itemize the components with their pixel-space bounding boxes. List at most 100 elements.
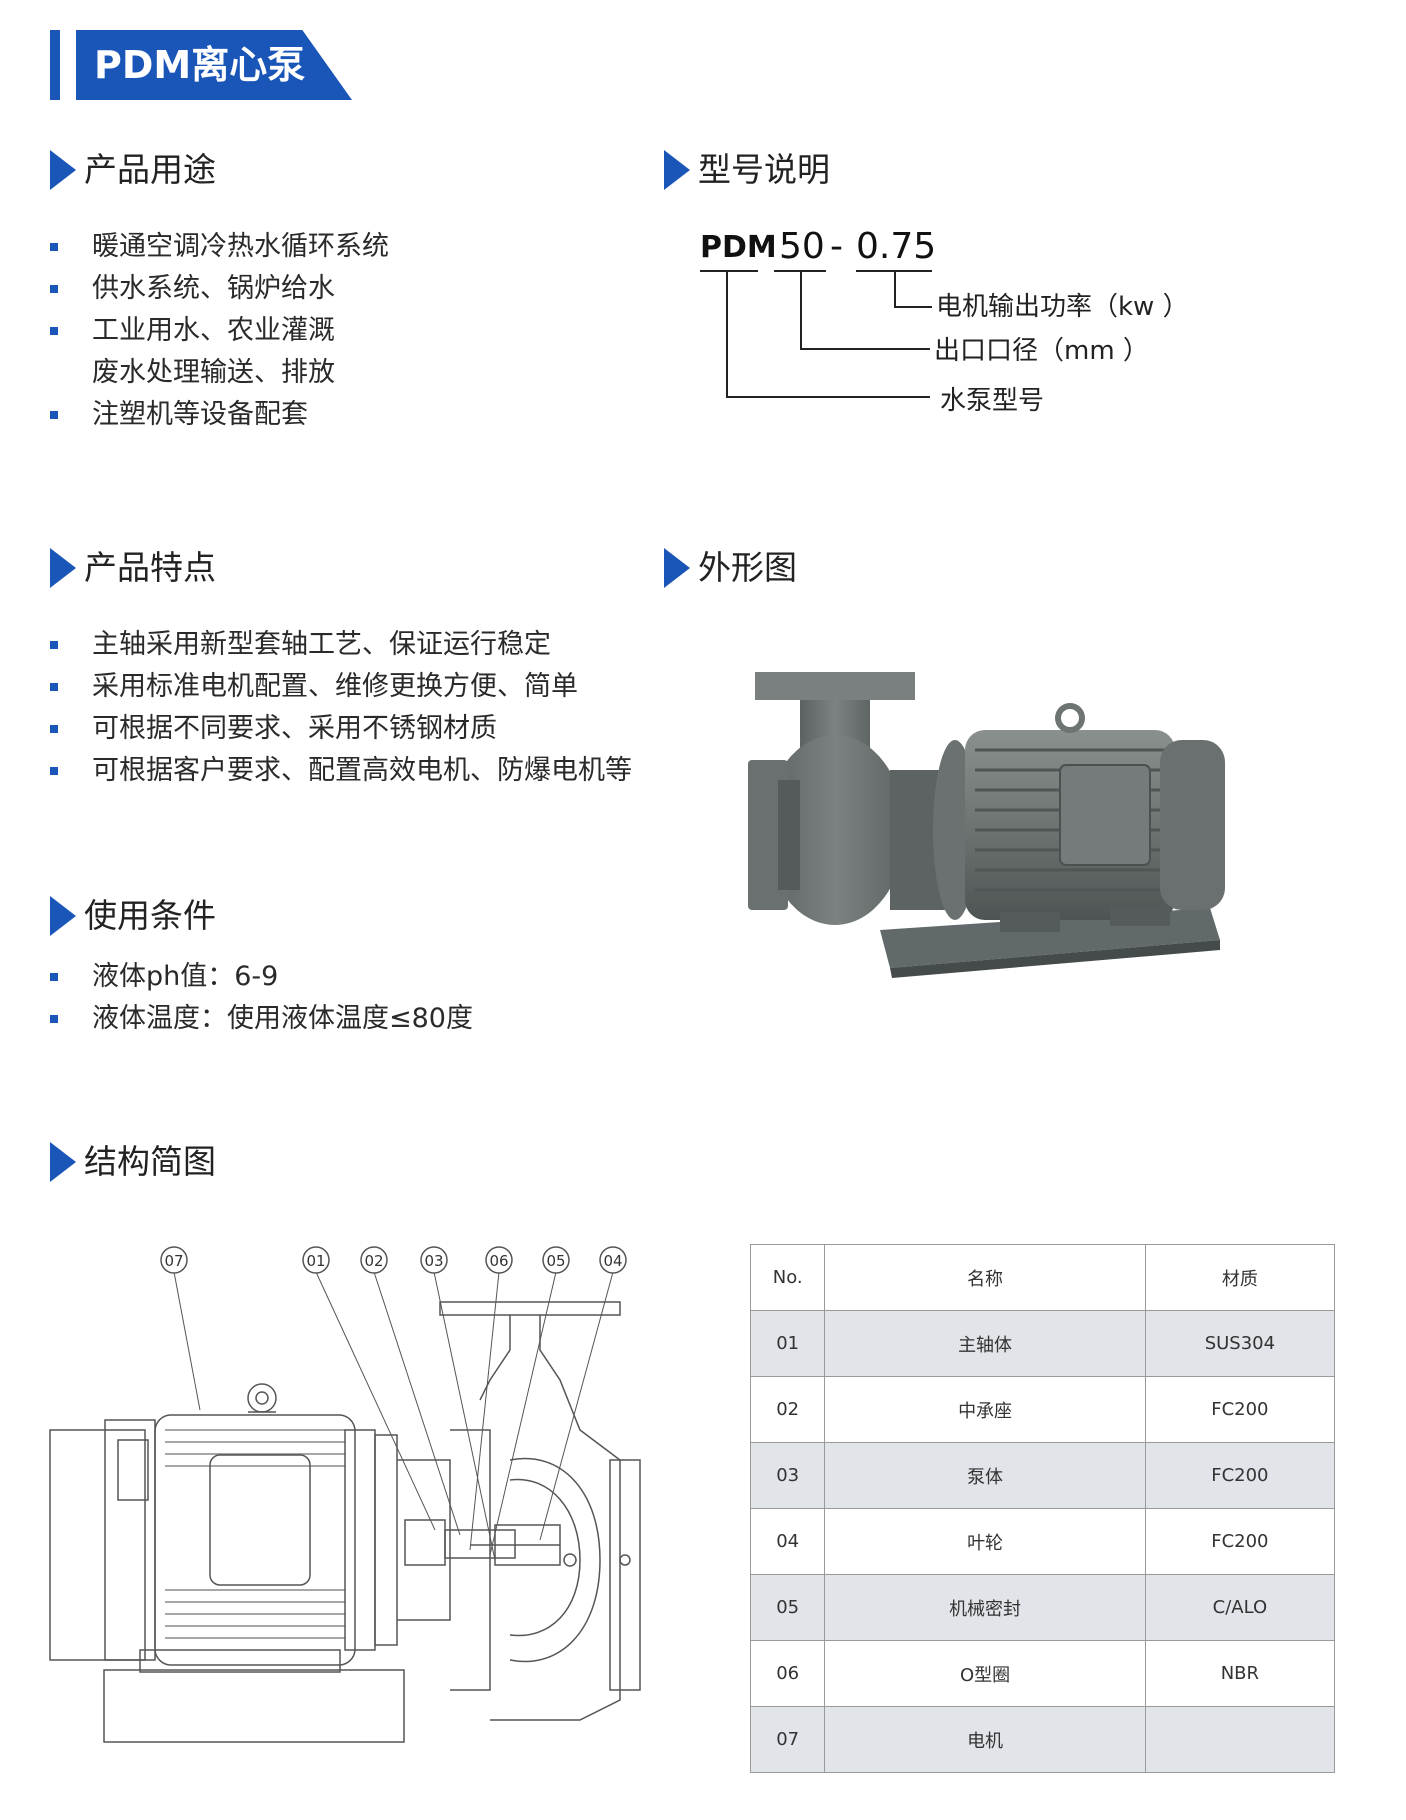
table-cell: 主轴体	[824, 1310, 1146, 1377]
table-row: 05 机械密封 C/ALO	[749, 1574, 1336, 1641]
section-arrow-icon	[50, 896, 76, 936]
list-item: 液体温度：使用液体温度≤80度	[50, 998, 473, 1040]
callout-label: 01	[306, 1252, 325, 1270]
features-list: 主轴采用新型套轴工艺、保证运行稳定 采用标准电机配置、维修更换方便、简单 可根据…	[50, 624, 632, 792]
bullet-icon	[50, 327, 58, 335]
list-item: 暖通空调冷热水循环系统	[50, 226, 389, 268]
table-header-no: No.	[749, 1244, 826, 1311]
bullet-icon	[50, 243, 58, 251]
section-structure-header: 结构简图	[50, 1142, 216, 1182]
connector-prefix-h	[726, 396, 930, 398]
structure-diagram: 07 01 02 03 06 05 04	[49, 1246, 641, 1743]
table-row: 04 叶轮 FC200	[749, 1508, 1336, 1575]
callout-label: 05	[546, 1252, 565, 1270]
table-cell: 06	[749, 1640, 826, 1707]
usage-list: 暖通空调冷热水循环系统 供水系统、锅炉给水 工业用水、农业灌溉 废水处理输送、排…	[50, 226, 389, 436]
table-cell: 04	[749, 1508, 826, 1575]
table-row: 02 中承座 FC200	[749, 1376, 1336, 1443]
table-cell: FC200	[1144, 1442, 1336, 1509]
table-cell: NBR	[1144, 1640, 1336, 1707]
connector-prefix	[726, 270, 728, 398]
conditions-list: 液体ph值：6-9 液体温度：使用液体温度≤80度	[50, 956, 473, 1040]
section-conditions-title: 使用条件	[84, 896, 216, 935]
bullet-icon	[50, 411, 58, 419]
table-cell: 02	[749, 1376, 826, 1443]
callout-06	[485, 1246, 513, 1274]
table-cell: O型圈	[824, 1640, 1146, 1707]
callout-01	[302, 1246, 330, 1274]
section-usage-header: 产品用途	[50, 150, 216, 190]
list-item: 供水系统、锅炉给水	[50, 268, 389, 310]
section-arrow-icon	[664, 548, 690, 588]
table-cell: FC200	[1144, 1376, 1336, 1443]
list-item: 液体ph值：6-9	[50, 956, 473, 998]
label-power: 电机输出功率（kw ）	[936, 292, 1189, 322]
section-arrow-icon	[50, 150, 76, 190]
bullet-icon	[50, 725, 58, 733]
callout-04	[599, 1246, 627, 1274]
table-cell: 叶轮	[824, 1508, 1146, 1575]
callout-07	[160, 1246, 188, 1274]
section-appearance-title: 外形图	[698, 548, 797, 587]
page-title: PDM离心泵	[94, 43, 306, 87]
bullet-icon	[50, 1015, 58, 1023]
connector-power-h	[894, 306, 932, 308]
list-item-continued: 废水处理输送、排放	[92, 357, 335, 388]
table-row: 06 O型圈 NBR	[749, 1640, 1336, 1707]
table-cell	[1144, 1706, 1336, 1773]
callout-label: 03	[424, 1252, 443, 1270]
table-cell: 03	[749, 1442, 826, 1509]
parts-table: No. 名称 材质 01 主轴体 SUS304 02 中承座 FC200 03 …	[749, 1244, 1336, 1773]
list-item: 采用标准电机配置、维修更换方便、简单	[50, 666, 632, 708]
callout-label: 06	[489, 1252, 508, 1270]
table-cell: 07	[749, 1706, 826, 1773]
bullet-icon	[50, 285, 58, 293]
section-features-header: 产品特点	[50, 548, 216, 588]
connector-power	[894, 270, 896, 308]
model-dash: -	[830, 226, 843, 267]
table-cell: 机械密封	[824, 1574, 1146, 1641]
section-arrow-icon	[664, 150, 690, 190]
callout-label: 04	[603, 1252, 622, 1270]
callout-03	[420, 1246, 448, 1274]
callout-05	[542, 1246, 570, 1274]
section-model-title: 型号说明	[698, 150, 830, 189]
table-row: 01 主轴体 SUS304	[749, 1310, 1336, 1377]
title-accent-bar	[50, 30, 60, 100]
label-type: 水泵型号	[940, 386, 1045, 416]
table-row: 07 电机	[749, 1706, 1336, 1773]
table-header-row: No. 名称 材质	[749, 1244, 1336, 1311]
table-cell: 中承座	[824, 1376, 1146, 1443]
table-cell: C/ALO	[1144, 1574, 1336, 1641]
callout-label: 02	[364, 1252, 383, 1270]
section-arrow-icon	[50, 548, 76, 588]
section-structure-title: 结构简图	[84, 1142, 216, 1181]
bullet-icon	[50, 683, 58, 691]
list-item: 可根据不同要求、采用不锈钢材质	[50, 708, 632, 750]
table-cell: 电机	[824, 1706, 1146, 1773]
table-row: 03 泵体 FC200	[749, 1442, 1336, 1509]
section-arrow-icon	[50, 1142, 76, 1182]
list-item: 注塑机等设备配套	[50, 394, 389, 436]
table-cell: 01	[749, 1310, 826, 1377]
bullet-icon	[50, 767, 58, 775]
underline-prefix	[700, 270, 758, 272]
callout-label: 07	[164, 1252, 183, 1270]
table-header-material: 材质	[1144, 1244, 1336, 1311]
bullet-icon	[50, 641, 58, 649]
section-appearance-header: 外形图	[664, 548, 797, 588]
connector-size	[800, 270, 802, 350]
model-power: 0.75	[856, 226, 937, 267]
list-item: 主轴采用新型套轴工艺、保证运行稳定	[50, 624, 632, 666]
bullet-icon	[50, 973, 58, 981]
table-cell: FC200	[1144, 1508, 1336, 1575]
section-usage-title: 产品用途	[84, 150, 216, 189]
title-banner	[76, 30, 352, 100]
section-conditions-header: 使用条件	[50, 896, 216, 936]
list-item: 可根据客户要求、配置高效电机、防爆电机等	[50, 750, 632, 792]
list-item: 工业用水、农业灌溉	[50, 310, 389, 352]
callout-02	[360, 1246, 388, 1274]
table-header-name: 名称	[824, 1244, 1146, 1311]
label-diameter: 出口口径（mm ）	[934, 336, 1149, 366]
section-features-title: 产品特点	[84, 548, 216, 587]
